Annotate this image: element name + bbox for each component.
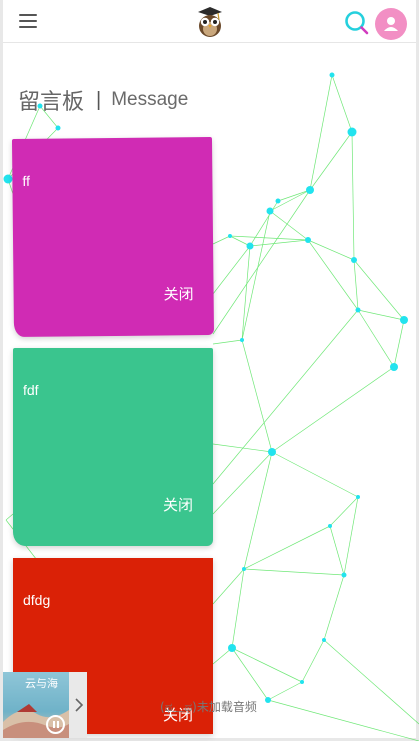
page-title-en: Message (111, 89, 189, 110)
message-text: fdf (23, 382, 39, 398)
message-text: ff (22, 172, 31, 189)
message-note: ff 关闭 (11, 136, 215, 338)
album-title: 云与海 (25, 677, 58, 690)
message-note: fdf 关闭 (13, 348, 213, 546)
pause-icon[interactable] (46, 715, 65, 734)
user-avatar-icon[interactable] (375, 8, 407, 40)
owl-logo-icon[interactable] (194, 4, 226, 38)
page-title: 留言板 | Message (18, 84, 188, 116)
chevron-right-icon[interactable] (73, 696, 85, 714)
page-title-cn: 留言板 (18, 90, 85, 115)
search-icon[interactable] (344, 10, 370, 36)
music-player: 云与海 (3, 672, 87, 738)
close-button[interactable]: 关闭 (163, 285, 194, 304)
particle-network-background (3, 72, 419, 741)
top-navigation-bar (3, 0, 416, 43)
player-status-text: (ಥ﹏ಥ)未加载音频 (160, 700, 257, 714)
close-button[interactable]: 关闭 (163, 496, 194, 514)
close-button[interactable]: 关闭 (163, 706, 194, 724)
album-cover[interactable]: 云与海 (3, 672, 69, 738)
message-text: dfdg (23, 592, 51, 608)
title-separator: | (96, 88, 102, 111)
hamburger-menu-icon[interactable] (19, 14, 37, 28)
